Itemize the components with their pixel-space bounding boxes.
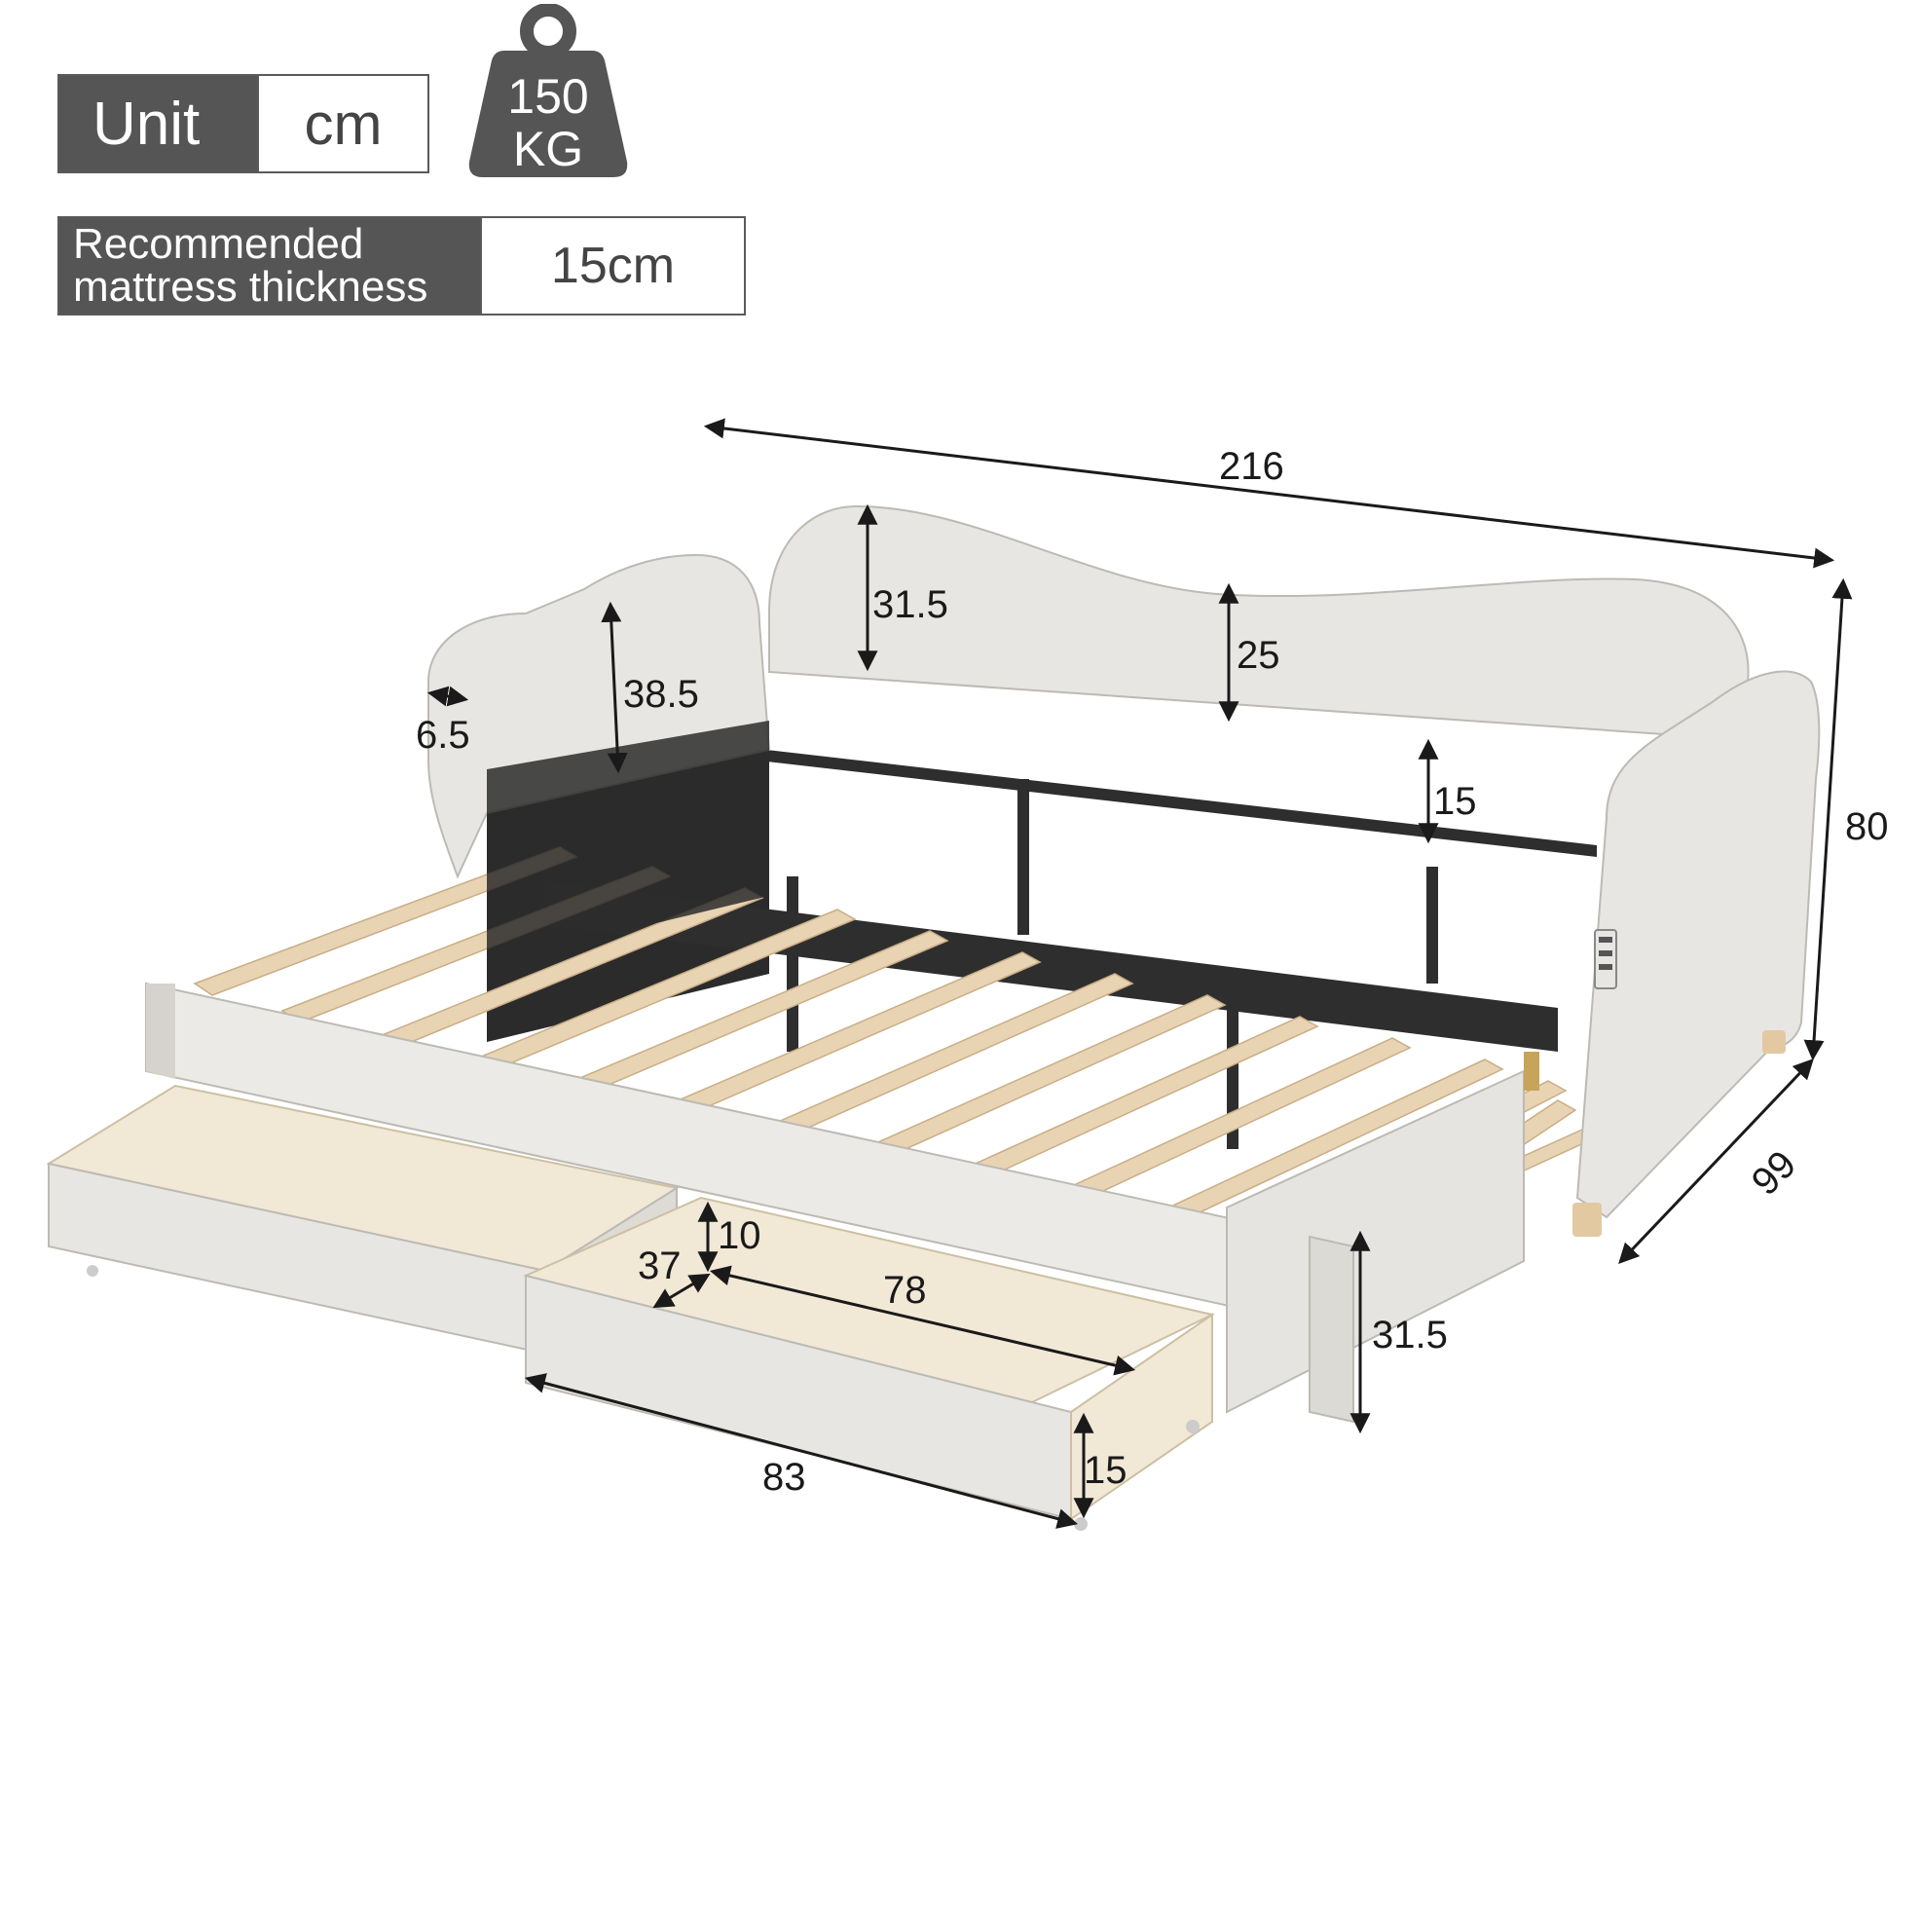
weight-unit: KG: [512, 122, 584, 176]
armrest-thickness-arrow: [426, 686, 469, 707]
slat-to-backrest-label: 15: [1433, 780, 1477, 823]
support-leg: [1227, 984, 1238, 1149]
drawer-outer-height-label: 15: [1084, 1449, 1127, 1492]
mattress-thickness-value: 15cm: [480, 218, 744, 314]
support-leg: [787, 876, 798, 1052]
drawer-inner-depth-arrow: [652, 1273, 711, 1309]
overall-length-label: 216: [1219, 445, 1284, 488]
armrest-height-label: 38.5: [623, 673, 699, 716]
support-leg: [1017, 779, 1029, 935]
weight-icon: [468, 4, 628, 177]
armrest-height-arrow: [601, 601, 628, 774]
front-side-rail-end: [146, 984, 175, 1079]
weight-number: 150: [507, 69, 589, 124]
wood-leg: [1572, 1203, 1602, 1237]
drawer-inner-length-label: 78: [883, 1269, 927, 1312]
overall-length-arrow: [703, 418, 1835, 569]
backrest-center-height-label: 25: [1237, 634, 1280, 677]
caster-wheel-icon: [87, 1265, 98, 1277]
armrest-thickness-label: 6.5: [416, 714, 470, 757]
drawer-inner-height-label: 10: [718, 1214, 761, 1257]
usb-port-icon: [1599, 937, 1612, 943]
mattress-label: Recommended mattress thickness: [59, 218, 480, 314]
wood-leg: [1762, 1030, 1786, 1054]
hinge-icon: [1524, 1052, 1539, 1091]
frame-side-height-label: 31.5: [1372, 1314, 1448, 1356]
mattress-label-line1: Recommended: [73, 220, 364, 268]
overall-height-arrow: [1803, 577, 1853, 1061]
usb-port-icon: [1599, 964, 1612, 970]
trundle-box: [1226, 1069, 1525, 1414]
usb-port-panel: [1594, 929, 1617, 989]
drawer-inner-depth-label: 37: [638, 1245, 682, 1287]
usb-port-icon: [1599, 950, 1612, 956]
drawer-outer-length-arrow: [524, 1373, 1079, 1529]
left-armrest-inner-board: [487, 721, 769, 964]
backrest-peak-height-label: 31.5: [872, 583, 948, 626]
weight-capacity-badge: 150 KG: [465, 4, 631, 181]
drawer-outer-length-label: 83: [762, 1456, 806, 1499]
overall-depth-arrow: [1618, 1058, 1814, 1265]
unit-value: cm: [257, 76, 427, 171]
drawer-inner-length-arrow: [709, 1265, 1136, 1376]
caster-wheel-icon: [1074, 1517, 1088, 1531]
mattress-spec: Recommended mattress thickness 15cm: [57, 216, 746, 316]
back-rail: [750, 748, 1597, 857]
trundle-front-panel: [1309, 1235, 1354, 1424]
caster-wheel-icon: [1186, 1420, 1200, 1433]
support-leg: [1426, 867, 1438, 984]
overall-height-label: 80: [1845, 805, 1889, 848]
mattress-label-line2: mattress thickness: [73, 263, 428, 311]
unit-label: Unit: [59, 76, 257, 171]
overall-depth-label: 99: [1744, 1142, 1805, 1204]
unit-spec: Unit cm: [57, 74, 429, 173]
